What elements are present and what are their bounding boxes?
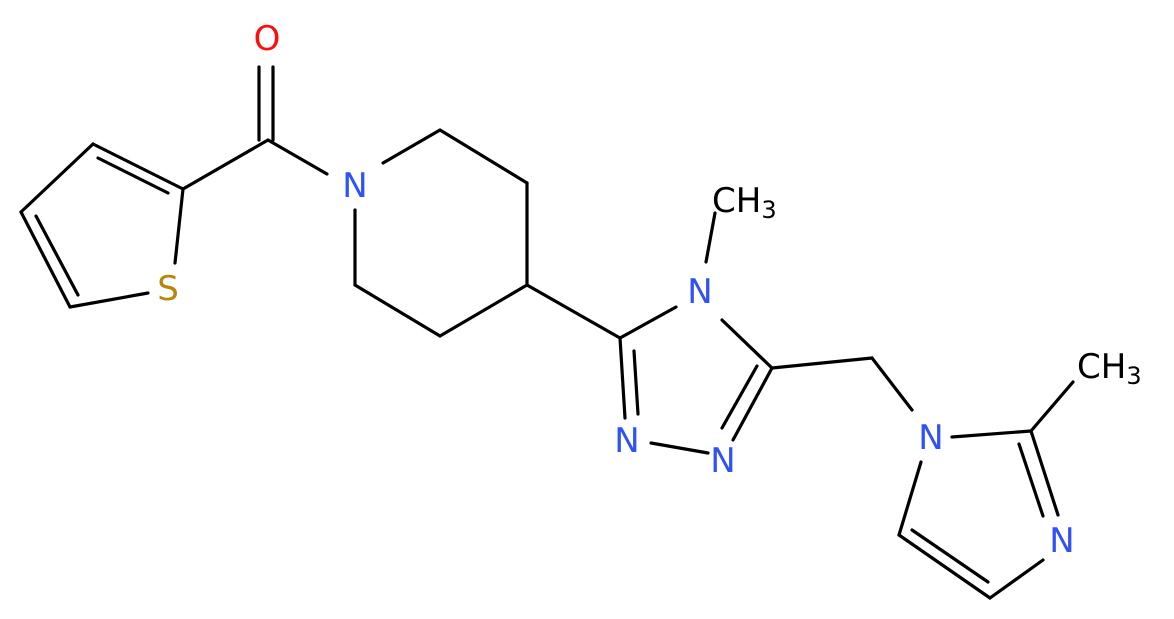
imidazole-methyl-label: CH3 bbox=[1077, 347, 1142, 390]
bond-pip-n-c2 bbox=[381, 128, 442, 165]
triazole-n2-label: N bbox=[614, 421, 639, 461]
bond-imid-n3-c4 bbox=[988, 558, 1045, 600]
bond-imid-c4-c5-b bbox=[910, 528, 990, 584]
triazole-n4-label: N bbox=[687, 272, 712, 312]
bond-thiophene-s-c2 bbox=[173, 187, 185, 265]
bond-triazole-c3-n4 bbox=[618, 305, 678, 340]
triazole-methyl-text: CH bbox=[712, 181, 761, 221]
bond-triazole-c5-n1-a bbox=[731, 366, 774, 442]
bond-thiophene-c3-c4 bbox=[19, 142, 95, 214]
bond-triazole-n1-n2 bbox=[649, 441, 710, 455]
bond-triazole-n2-c3-a bbox=[618, 336, 627, 420]
bond-pip-triazole bbox=[525, 283, 622, 340]
bond-thiophene-c5-s bbox=[68, 291, 150, 309]
bond-thiophene-c2-c3-a bbox=[91, 142, 185, 191]
bond-imid-c4-c5-a bbox=[897, 533, 992, 600]
thiophene-sulfur-label: S bbox=[157, 269, 179, 309]
triazole-methyl-label: CH3 bbox=[712, 181, 777, 224]
bond-imid-c2-n3-a bbox=[1029, 429, 1060, 517]
carbonyl-oxygen-label: O bbox=[254, 19, 281, 59]
bond-thiophene-c4-c5-a bbox=[19, 210, 72, 309]
bond-imid-c5-n1 bbox=[897, 460, 923, 537]
imidazole-n1-label: N bbox=[918, 418, 943, 458]
bond-thiophene-c4-c5-b bbox=[34, 214, 80, 297]
bond-imid-c2-n3-b bbox=[1017, 442, 1045, 518]
bond-pip-c4-c5 bbox=[438, 283, 529, 338]
triazole-methyl-subscript: 3 bbox=[761, 196, 776, 224]
bond-carbonyl-n bbox=[266, 138, 329, 176]
bond-triazole-n4-c5 bbox=[720, 318, 774, 370]
bond-c2-methyl bbox=[1029, 380, 1075, 433]
bond-thiophene-c2-c3-b bbox=[96, 156, 170, 195]
bond-pip-c2-c3 bbox=[438, 128, 529, 185]
bond-n4-methyl bbox=[704, 211, 717, 264]
bond-carbonyl-thiophene bbox=[181, 138, 270, 191]
bond-ch2-imidazole bbox=[870, 356, 914, 412]
bond-triazole-n2-c3-b bbox=[632, 349, 640, 416]
atom-layer: O N S N N N N N CH3 CH3 bbox=[157, 19, 1141, 561]
triazole-n1-label: N bbox=[710, 441, 735, 481]
piperidine-nitrogen-label: N bbox=[342, 166, 367, 206]
bond-triazole-c5-n1-b bbox=[720, 364, 759, 430]
imidazole-methyl-text: CH bbox=[1077, 347, 1126, 387]
bond-layer bbox=[19, 65, 1075, 600]
bond-imid-n1-c2 bbox=[950, 429, 1033, 439]
bond-pip-c5-c6 bbox=[353, 283, 442, 338]
imidazole-methyl-subscript: 3 bbox=[1126, 362, 1141, 390]
imidazole-n3-label: N bbox=[1049, 521, 1074, 561]
bond-triazole-ch2 bbox=[770, 356, 874, 370]
